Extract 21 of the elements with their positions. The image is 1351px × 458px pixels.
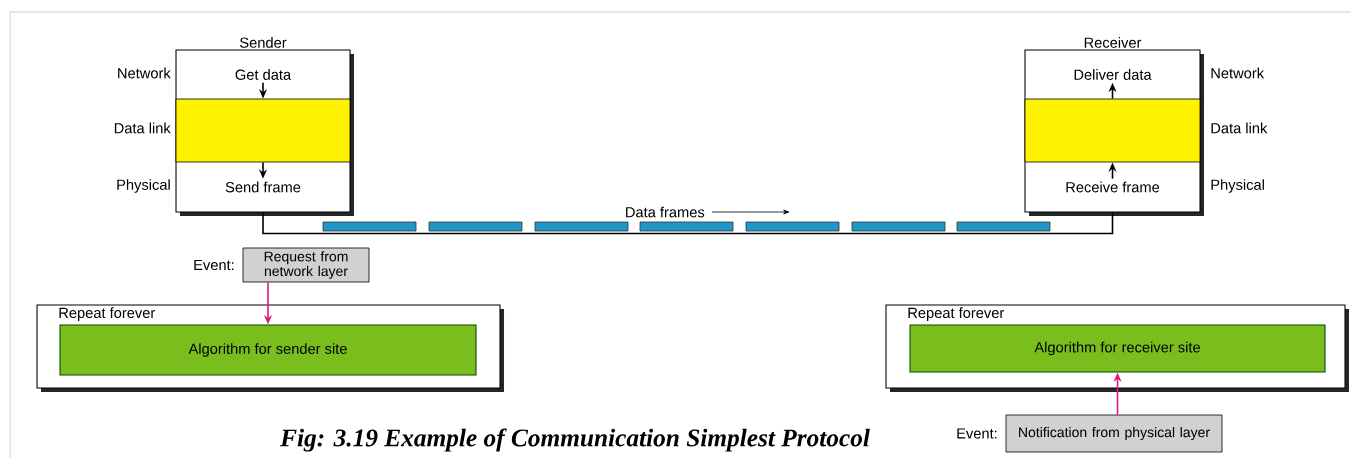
frames-label: Data frames [626, 206, 705, 218]
layer-label: Physical [1211, 179, 1264, 193]
layer-label: Network [118, 67, 171, 79]
data-link-layer [175, 98, 351, 163]
wire [262, 211, 1114, 235]
layer-text: Get data [235, 69, 292, 80]
node-label: Sender [240, 37, 287, 48]
event-label: Event: [194, 259, 234, 271]
layer-label: Network [1211, 67, 1265, 79]
layer-text: Send frame [225, 181, 301, 193]
data-link-layer [1024, 98, 1201, 163]
caption: Fig: 3.19 Example of Communication Simplest Protocol [280, 428, 870, 452]
layer-text: Receive frame [1066, 181, 1160, 193]
layer-text: Deliver data [1074, 69, 1152, 80]
algorithm-box: Algorithm for sender site [59, 324, 477, 376]
algorithm-box: Algorithm for receiver site [909, 324, 1326, 373]
event-box: Notification from physical layer [1005, 414, 1223, 453]
event-label: Event: [957, 428, 997, 439]
layer-label: Physical [117, 179, 170, 193]
event-box: Request from network layer [242, 247, 370, 283]
node-label: Receiver [1084, 37, 1142, 48]
